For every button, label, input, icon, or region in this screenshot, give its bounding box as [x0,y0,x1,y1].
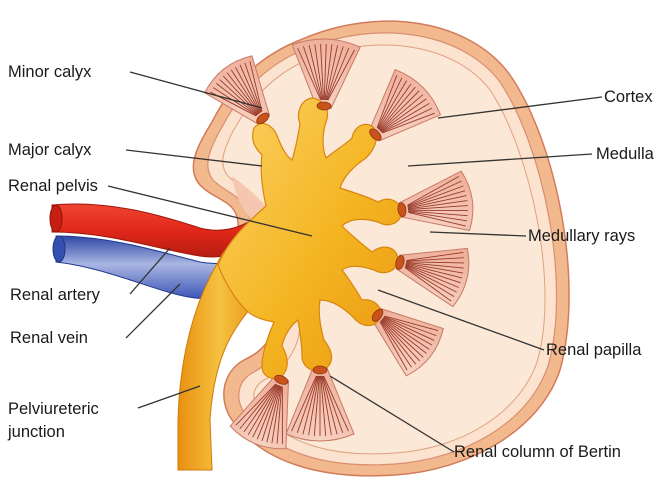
label-medullary-rays: Medullary rays [528,227,635,245]
label-renal-pelvis: Renal pelvis [8,177,98,195]
renal-vein-lumen [53,236,65,262]
label-renal-column: Renal column of Bertin [454,443,621,461]
papilla-tip [317,102,331,110]
label-medulla: Medulla [596,145,655,163]
label-pelviureteric: Pelviureteric [8,400,99,418]
leader-renal-vein [126,284,180,338]
papilla-tip [313,366,327,374]
label-cortex: Cortex [604,88,653,106]
label-renal-artery: Renal artery [10,286,101,304]
label-renal-vein: Renal vein [10,329,88,347]
label-major-calyx: Major calyx [8,141,92,159]
label-junction: junction [7,423,65,441]
renal-artery-lumen [50,205,62,232]
label-renal-papilla: Renal papilla [546,341,642,359]
label-minor-calyx: Minor calyx [8,63,92,81]
